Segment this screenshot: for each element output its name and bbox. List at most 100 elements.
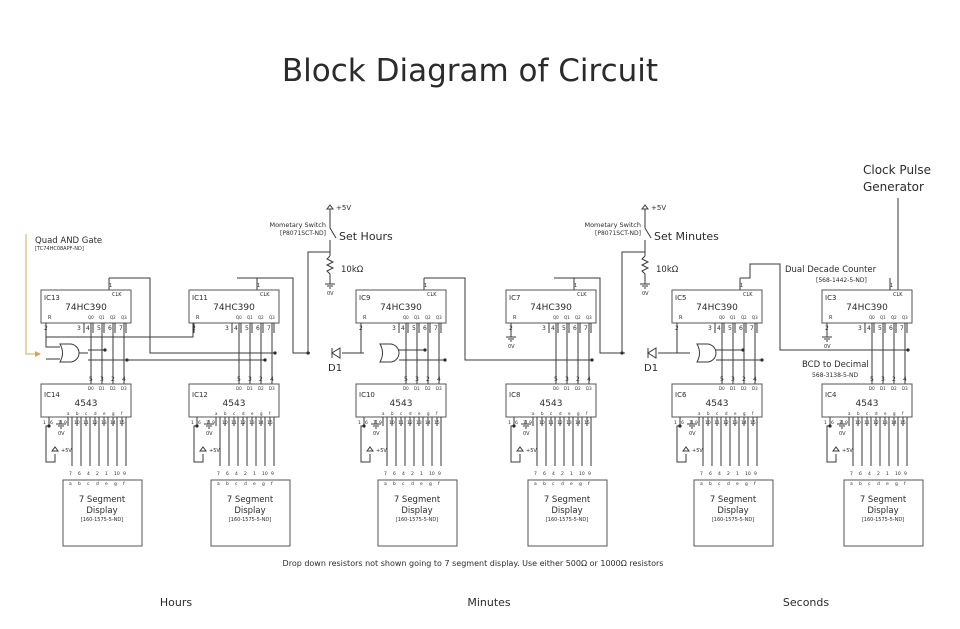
display-pin-num: 2 [411,471,414,477]
decoder-chip [671,383,763,418]
display-label-line1: 7 Segment [394,495,441,505]
segment-output-label: f [902,411,904,416]
decoder-pin-num: 9 [64,420,67,426]
display-pin-num: 10 [114,471,120,477]
decoder-pin-num: 1 [508,420,511,426]
counter-pin-num: 5 [728,325,732,332]
display-pin-num: 10 [745,471,751,477]
counter-pin-num: 6 [256,325,260,332]
segment-pin-num: 10 [74,420,80,426]
display-segment-label: b [709,481,712,487]
segment-pin-num: 12 [407,420,413,426]
segment-output-label: c [85,411,87,416]
display-label-line1: 7 Segment [544,495,591,505]
clk-pin-num: 1 [257,283,260,289]
decoder-chip [40,383,132,418]
counter-id: IC11 [192,294,208,302]
counter-chip [821,289,913,324]
decoder-chip [355,383,447,418]
segment-output-label: a [215,411,218,416]
vcc-label: +5V [526,448,537,454]
display-segment-label: a [384,482,387,487]
decoder-pin-num: 6 [50,420,53,426]
display-segment-label: d [411,481,414,487]
counter-pin-num: 7 [584,325,588,332]
display-segment-label: a [700,482,703,487]
clk-pin-num: 1 [890,283,893,289]
display-segment-label: g [579,482,582,487]
segment-output-label: b [224,411,227,416]
segment-output-label: b [857,411,860,416]
segment-pin-num: 10 [539,420,545,426]
decoder-input-label: D0 [88,386,94,391]
display-label-line1: 7 Segment [227,495,274,505]
decoder-part: 4543 [540,399,563,409]
decoder-pin-num: 6 [515,420,518,426]
q-output-label: Q2 [425,315,431,320]
segment-pin-num: 11 [714,420,720,426]
clock-label-line2: Generator [863,180,924,194]
clk-label: CLK [743,292,753,298]
display-pin-num: 1 [253,471,256,477]
display-pin-num: 1 [736,471,739,477]
quad-and-part: [TC74HC08APF-ND] [35,246,84,252]
segment-output-label: g [260,411,263,416]
decoder-pin-num: 1 [674,420,677,426]
reset-label: R [679,315,683,321]
q-output-label: Q2 [258,315,264,320]
display-pin-num: 6 [226,471,229,477]
q-output-label: Q0 [236,315,242,320]
vcc-icon [516,446,524,452]
q-output-label: Q0 [719,315,725,320]
reset-label: R [48,315,52,321]
carry-wire [424,277,592,361]
segment-output-label: b [391,411,394,416]
clk-pin-num: 1 [740,283,743,289]
display-segment-label: a [534,482,537,487]
display-label-line2: Display [717,506,748,516]
switch-label: Mometary Switch [269,221,326,229]
carry-wire [740,263,908,351]
display-pin-num: 6 [78,471,81,477]
display-segment-label: c [235,482,238,487]
switch-part: [P8071SCT-ND] [280,230,326,237]
ground-label: 0V [373,431,380,437]
counter-id: IC13 [44,294,60,302]
display-pin-num: 9 [271,471,274,477]
seven-segment-display [377,479,458,547]
junction-dot [273,351,277,355]
segment-output-label: d [409,411,412,416]
display-segment-label: f [588,481,590,487]
q-output-label: Q2 [575,315,581,320]
junction-dot [512,424,516,428]
segment-output-label: c [400,411,402,416]
ground-label: 0V [839,431,846,437]
vcc-label: +5V [61,448,72,454]
decoder-chip [821,383,913,418]
decoder-input-label: D2 [575,386,581,391]
segment-pin-num: 15 [900,420,906,426]
decoder-pin-num: 9 [379,420,382,426]
display-pin-num: 9 [123,471,126,477]
decoder-input-label: D0 [719,386,725,391]
segment-output-label: c [233,411,235,416]
decoder-input-label: D0 [236,386,242,391]
display-part-number: [160-1575-5-ND] [546,517,588,523]
clk-pin-num: 1 [424,283,427,289]
decoder-id: IC6 [675,391,687,399]
carry-wire [109,277,275,354]
decoder-pin-num: 1 [43,420,46,426]
ground-label: 0V [206,431,213,437]
counter-part: 74HC390 [696,303,738,313]
display-pin-num: 1 [105,471,108,477]
clk-feed [237,277,310,354]
segment-output-label: g [427,411,430,416]
display-pin-num: 2 [96,471,99,477]
counter-part: 74HC390 [530,303,572,313]
display-segment-label: d [244,481,247,487]
segment-output-label: d [875,411,878,416]
